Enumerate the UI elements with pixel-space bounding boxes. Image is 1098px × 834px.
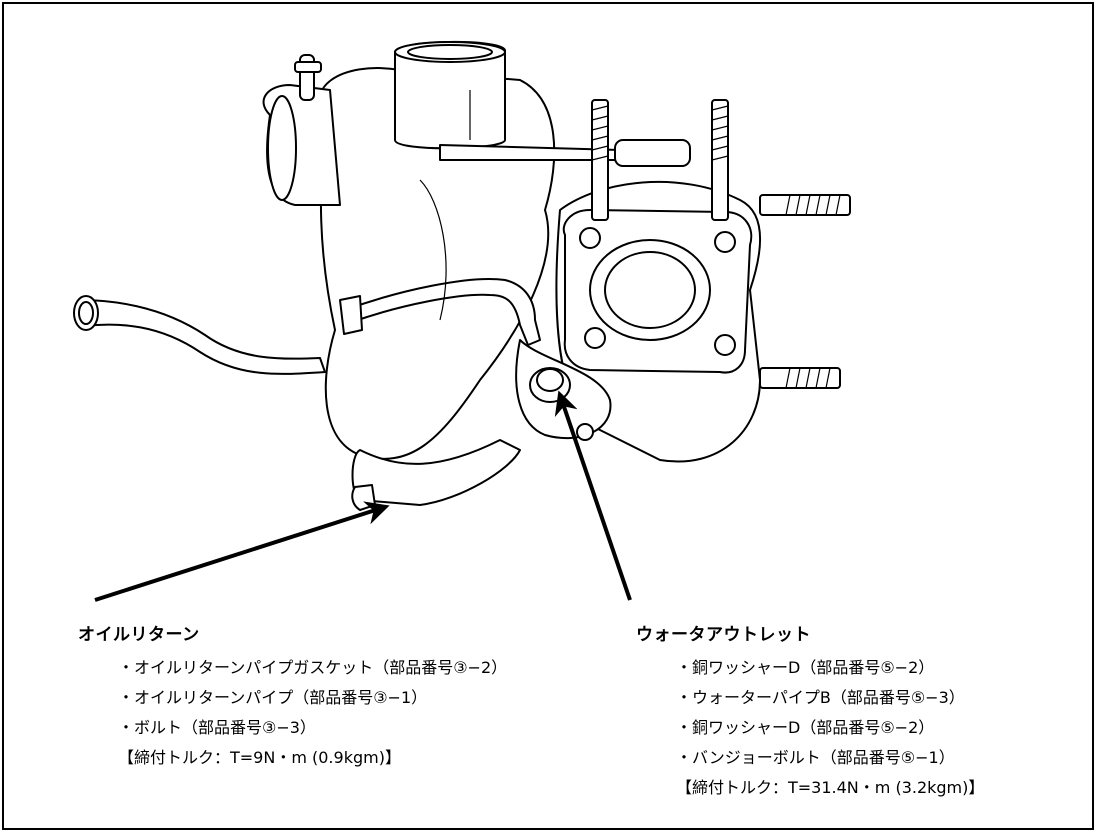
oil-return-arrow — [94, 501, 390, 602]
water-outlet-item: ・バンジョーボルト（部品番号⑤−1） — [676, 748, 955, 767]
water-outlet-heading: ウォータアウトレット — [636, 625, 811, 645]
oil-return-torque: 【締付トルク：T=9N・m (0.9kgm)】 — [118, 748, 401, 767]
banjo-bolt — [529, 367, 571, 403]
water-outlet-item: ・銅ワッシャーD（部品番号⑤−2） — [676, 718, 935, 737]
water-outlet-arrow — [554, 390, 632, 601]
water-outlet-torque: 【締付トルク：T=31.4N・m (3.2kgm)】 — [676, 778, 985, 797]
water-pipe-b — [344, 278, 541, 346]
oil-return-item: ・オイルリターンパイプガスケット（部品番号③−2） — [118, 658, 508, 677]
water-outlet-item: ・銅ワッシャーD（部品番号⑤−2） — [676, 658, 935, 677]
oil-return-pipe — [79, 299, 326, 375]
oil-return-item: ・ボルト（部品番号③−3） — [118, 718, 316, 737]
water-outlet-item: ・ウォーターパイプB（部品番号⑤−3） — [676, 688, 965, 707]
oil-return-heading: オイルリターン — [78, 625, 200, 645]
oil-return-item: ・オイルリターンパイプ（部品番号③−1） — [118, 688, 428, 707]
